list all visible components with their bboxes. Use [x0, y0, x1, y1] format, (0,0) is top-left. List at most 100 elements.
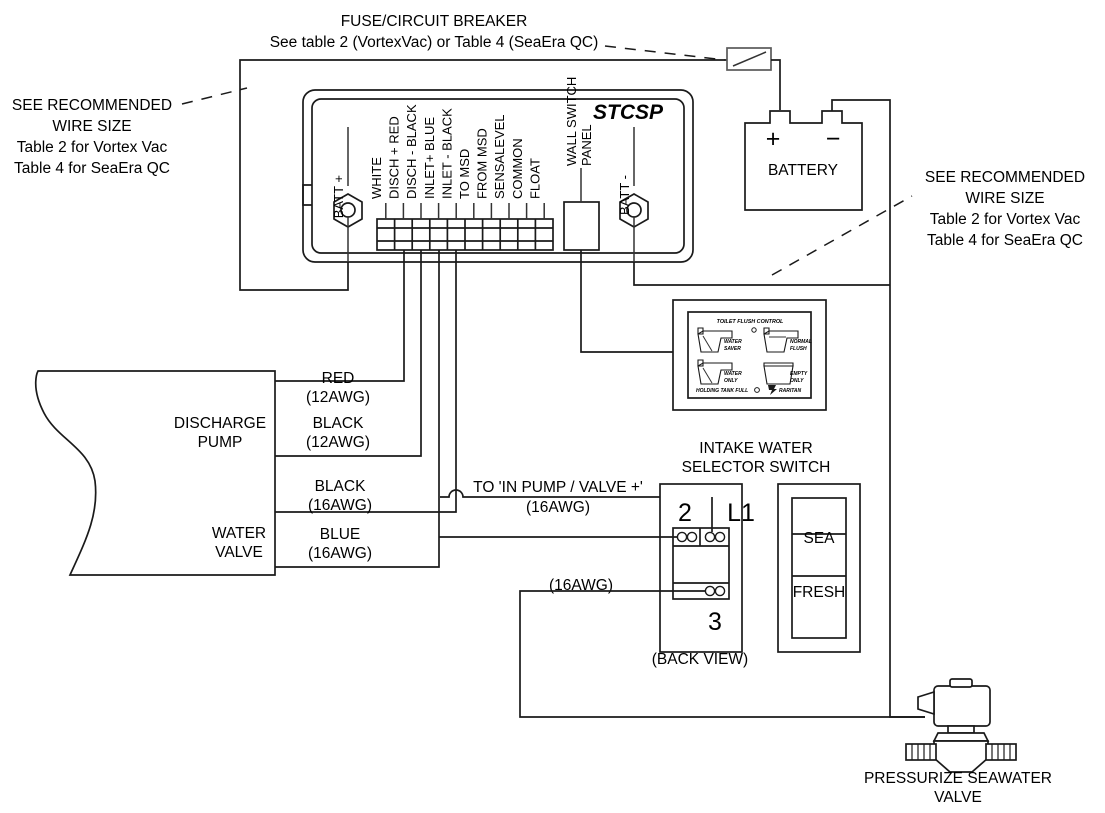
- valve-coil-neck: [947, 725, 975, 734]
- stcsp-housing-notch: [302, 184, 312, 206]
- selector-terminal-3-label: 3: [708, 608, 722, 636]
- batt-minus-terminal-label: BATT -: [617, 175, 632, 215]
- raritan-brand-label: RARITAN: [779, 388, 802, 394]
- wire-label-blue-color: BLUE: [320, 526, 361, 543]
- wall-switch-label-line2: PANEL: [579, 124, 594, 166]
- in-pump-gauge: (16AWG): [526, 499, 590, 516]
- fuse-title: FUSE/CIRCUIT BREAKER: [341, 13, 528, 30]
- toilet-pump-body: [34, 370, 276, 576]
- batt-plus-stud: [333, 193, 363, 228]
- wire-label-blue-gauge: (16AWG): [308, 545, 372, 562]
- wire-label-black16-gauge: (16AWG): [308, 497, 372, 514]
- normal-flush-toilet-icon[interactable]: [763, 327, 799, 353]
- valve-solenoid-coil: [933, 685, 991, 727]
- note-right-line1: SEE RECOMMENDED: [925, 169, 1085, 186]
- batt-plus-terminal-label: BATT +: [331, 175, 346, 218]
- note-left-leader-line: [181, 87, 248, 105]
- battery-plus-label: +: [766, 125, 781, 153]
- wire-label-black16-color: BLACK: [315, 478, 366, 495]
- terminal-label-float: FLOAT: [527, 158, 542, 199]
- terminal-label-inlet-minus-black: INLET - BLACK: [439, 108, 454, 199]
- selector-screw-l1a[interactable]: [704, 531, 716, 543]
- wire-in-pump-valve-plus: [440, 489, 712, 498]
- wire-blue-16awg: [275, 250, 440, 568]
- selector-terminal-2-label: 2: [678, 499, 692, 527]
- valve-coil-cap: [949, 678, 973, 688]
- selector-switch-body[interactable]: [672, 527, 730, 600]
- normal-flush-label-line2: FLUSH: [790, 346, 807, 352]
- water-saver-toilet-icon[interactable]: [697, 327, 733, 353]
- terminal-label-to-msd: TO MSD: [457, 149, 472, 199]
- selector-screw-l1b[interactable]: [714, 531, 726, 543]
- valve-outlet-barb: [985, 743, 1017, 761]
- flush-control-outer-plate[interactable]: [672, 299, 827, 411]
- wall-switch-label-line1: WALL SWITCH: [564, 77, 579, 166]
- fuse-leader-line: [604, 45, 726, 61]
- selector-rocker[interactable]: [791, 497, 847, 639]
- stcsp-controller-inner-bezel: [311, 98, 685, 254]
- battery-body: [744, 110, 863, 211]
- empty-only-toilet-icon[interactable]: [763, 362, 794, 385]
- batt-minus-stud: [619, 193, 649, 228]
- note-left-line3: Table 2 for Vortex Vac: [17, 139, 168, 156]
- valve-label-line2: VALVE: [934, 789, 982, 806]
- holding-tank-full-led: [754, 387, 760, 393]
- note-right-line2: WIRE SIZE: [965, 190, 1044, 207]
- terminal-label-disch-minus-black: DISCH - BLACK: [404, 104, 419, 199]
- note-left-line1: SEE RECOMMENDED: [12, 97, 172, 114]
- wire-fuse-to-battery-positive: [771, 59, 781, 110]
- wire-batt-plus-to-fuse: [239, 59, 727, 291]
- selector-screw-2b[interactable]: [686, 531, 698, 543]
- normal-flush-label-line1: NORMAL: [790, 339, 812, 345]
- note-left-line2: WIRE SIZE: [52, 118, 131, 135]
- wire-wall-switch-to-flush-panel: [580, 250, 673, 353]
- raritan-logo-icon: [768, 385, 777, 395]
- pressurize-seawater-valve: [905, 678, 1017, 773]
- fuse-breaker-symbol: [726, 47, 772, 71]
- empty-only-label-line1: EMPTY: [790, 371, 808, 377]
- water-valve-label-line1: WATER: [212, 525, 266, 542]
- selector-title-line2: SELECTOR SWITCH: [682, 459, 831, 476]
- note-right-leader-line: [771, 195, 913, 276]
- selector-back-view-label: (BACK VIEW): [652, 651, 748, 668]
- wire-black-16awg: [275, 250, 457, 513]
- terminal-block-dividers: [377, 219, 553, 250]
- wire-label-red-gauge: (12AWG): [306, 389, 370, 406]
- wall-switch-panel-connector: [563, 201, 600, 251]
- fuse-subtitle: See table 2 (VortexVac) or Table 4 (SeaE…: [270, 34, 599, 51]
- valve-label-line1: PRESSURIZE SEAWATER: [864, 770, 1052, 787]
- valve-inlet-barb: [905, 743, 937, 761]
- water-only-label-line1: WATER: [724, 371, 742, 377]
- terminal-label-inlet-plus-blue: INLET+ BLUE: [422, 117, 437, 199]
- terminal-label-disch-plus-red: DISCH + RED: [387, 116, 402, 199]
- terminal-label-from-msd: FROM MSD: [475, 128, 490, 199]
- switch-bottom-gauge-label: (16AWG): [549, 577, 613, 594]
- flush-control-faceplate[interactable]: [687, 311, 812, 399]
- discharge-pump-label-line2: PUMP: [198, 434, 243, 451]
- note-left-line4: Table 4 for SeaEra QC: [14, 160, 170, 177]
- valve-bonnet: [932, 732, 990, 742]
- note-right-line4: Table 4 for SeaEra QC: [927, 232, 1083, 249]
- holding-tank-full-label: HOLDING TANK FULL: [696, 388, 748, 394]
- stcsp-brand-label: STCSP: [593, 101, 664, 124]
- valve-inlet-barb-ribs: [911, 744, 931, 760]
- selector-screw-2a[interactable]: [676, 531, 688, 543]
- selector-title-line1: INTAKE WATER: [699, 440, 812, 457]
- wire-red-12awg: [275, 250, 405, 382]
- note-right-line3: Table 2 for Vortex Vac: [930, 211, 1081, 228]
- discharge-pump-label-line1: DISCHARGE: [174, 415, 266, 432]
- selector-screw-3b[interactable]: [714, 585, 726, 597]
- valve-body: [933, 740, 989, 773]
- wire-batt-minus: [633, 262, 665, 286]
- water-only-toilet-icon[interactable]: [697, 359, 733, 385]
- selector-terminal-l1-label: L1: [727, 499, 755, 527]
- in-pump-label: TO 'IN PUMP / VALVE +': [473, 479, 643, 496]
- fuse-element-line: [732, 51, 767, 67]
- wire-label-black12-gauge: (12AWG): [306, 434, 370, 451]
- selector-sea-label: SEA: [803, 530, 835, 547]
- water-saver-label-line1: WATER: [724, 339, 742, 345]
- terminal-leaders: [385, 203, 545, 219]
- water-only-label-line2: ONLY: [724, 378, 738, 384]
- wire-label-black12-color: BLACK: [313, 415, 364, 432]
